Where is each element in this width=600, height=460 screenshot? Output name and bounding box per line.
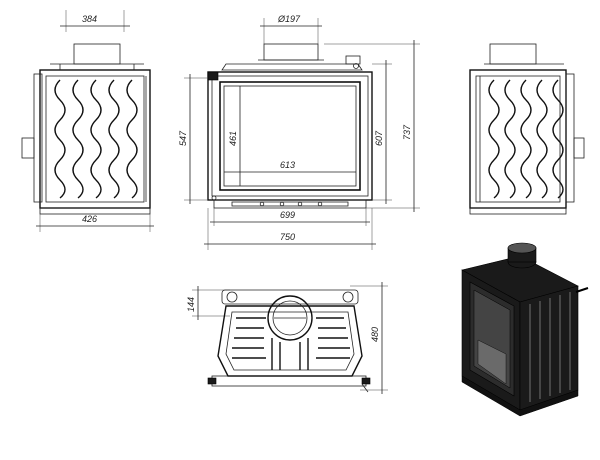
left-side-view: 384 426 — [21, 10, 154, 232]
dim-front-width-glass: 613 — [280, 160, 295, 170]
dim-front-height-outer: 547 — [178, 130, 188, 146]
dim-side-top: 384 — [82, 14, 97, 24]
dim-top-flue-offset: 144 — [186, 297, 196, 312]
dim-front-height-total: 737 — [402, 124, 412, 140]
dim-flue: Ø197 — [277, 14, 301, 24]
top-ribs — [232, 317, 350, 370]
dim-side-bottom: 426 — [82, 214, 97, 224]
side-fins-left — [54, 79, 138, 199]
dim-front-width-total: 750 — [280, 232, 295, 242]
dim-front-width-door: 699 — [280, 210, 295, 220]
dim-front-height-glass: 461 — [228, 131, 238, 146]
side-fins-right — [488, 79, 564, 199]
dim-front-height-right: 607 — [374, 130, 384, 146]
render-ribs — [529, 292, 571, 402]
insert-3d-render — [461, 242, 589, 417]
dim-top-depth: 480 — [370, 327, 380, 342]
front-view: Ø197 547 461 613 — [178, 14, 420, 250]
top-view: 144 480 — [186, 282, 388, 394]
right-side-view — [469, 43, 585, 215]
